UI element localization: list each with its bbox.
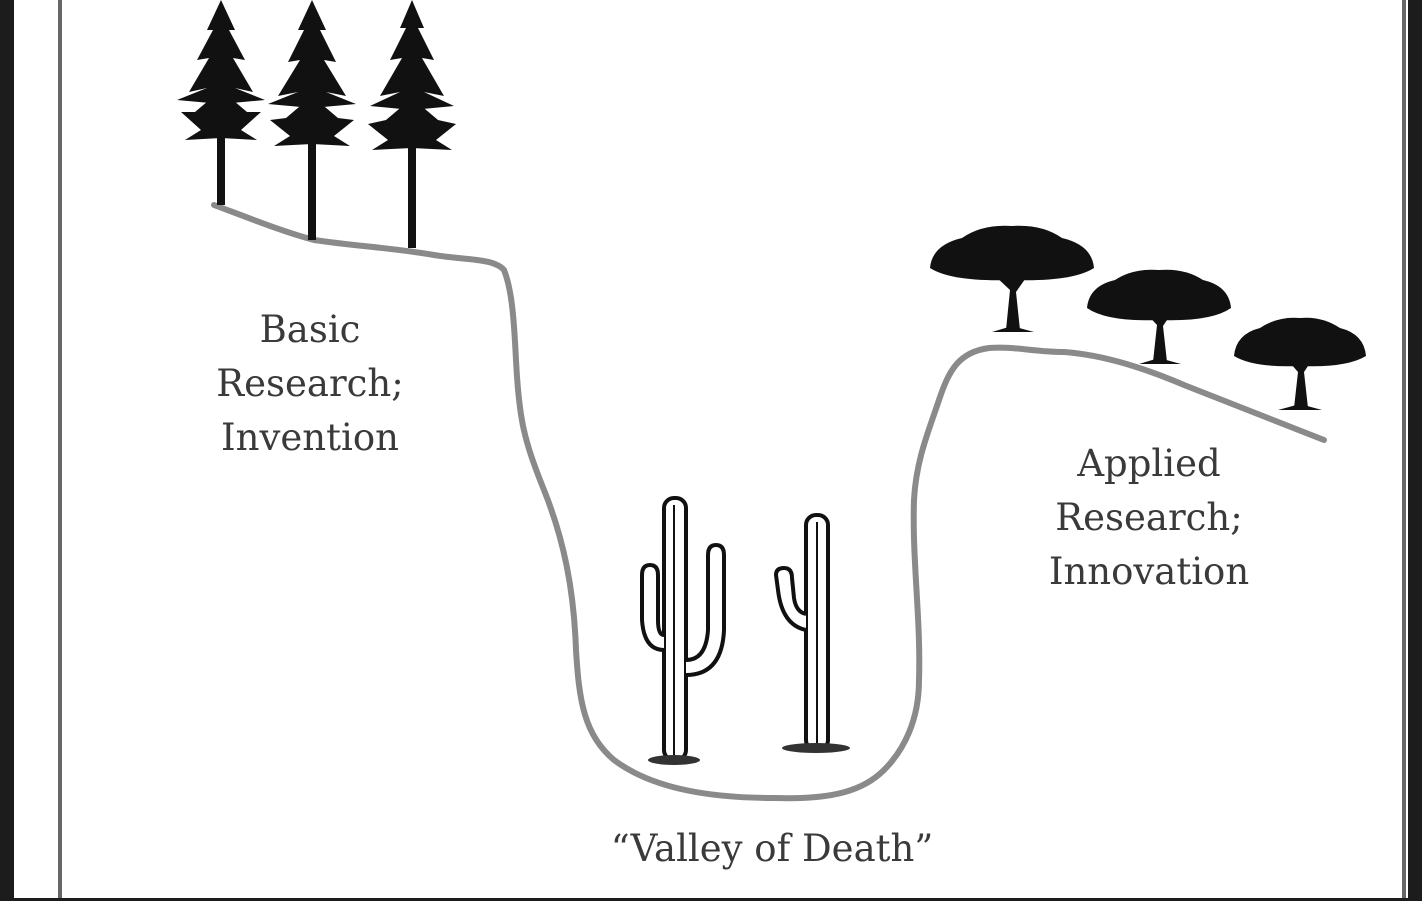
applied-research-line-1: Applied [1077, 442, 1221, 485]
cactus-icon [773, 513, 850, 753]
valley-of-death-label: “Valley of Death” [610, 827, 934, 870]
pine-tree-icon [177, 0, 265, 205]
diagram-panel: Basic Research; Invention Applied Resear… [14, 0, 1408, 898]
basic-research-label: Basic Research; Invention [210, 303, 410, 465]
pine-tree-icon [268, 0, 356, 240]
acacia-tree-icon [930, 225, 1094, 332]
valley-of-death-diagram [58, 0, 1406, 898]
terrain-outline [211, 202, 1327, 802]
basic-research-line-2: Research; [216, 362, 404, 405]
applied-research-line-2: Research; [1055, 496, 1243, 539]
applied-research-line-3: Innovation [1048, 550, 1250, 593]
pine-tree-icon [368, 0, 456, 248]
acacia-tree-icon [1234, 317, 1366, 410]
applied-research-label: Applied Research; Innovation [1044, 437, 1254, 599]
cactus-icon [640, 496, 726, 765]
basic-research-line-1: Basic [259, 308, 361, 351]
basic-research-line-3: Invention [221, 416, 399, 459]
acacia-tree-icon [1087, 269, 1231, 364]
